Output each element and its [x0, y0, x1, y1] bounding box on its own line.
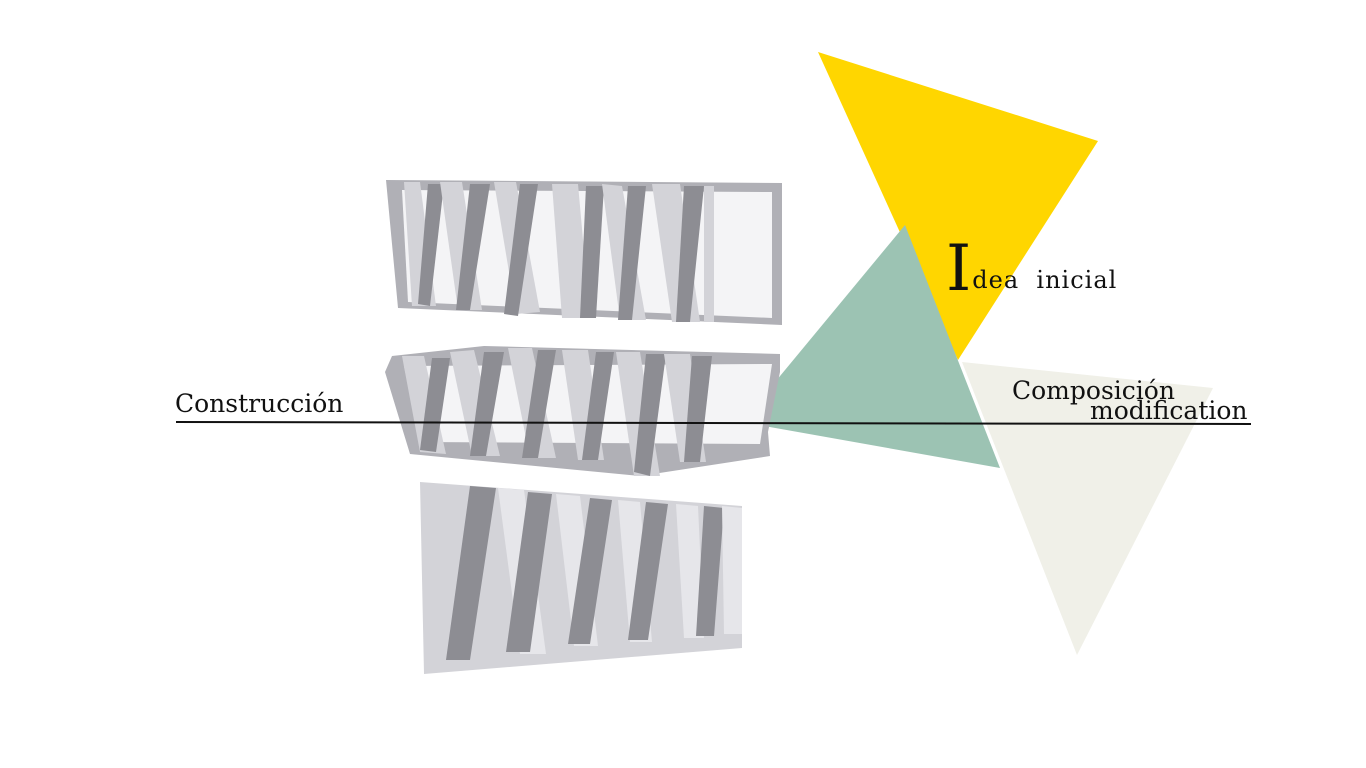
- lower-model-strip: [506, 492, 552, 652]
- beige-triangle: [962, 362, 1213, 655]
- upper-paper-model: [386, 180, 782, 325]
- idea-rest-text: dea inicial: [972, 266, 1118, 294]
- idea-initial-letter: I: [946, 232, 973, 306]
- upper-model-strip: [580, 186, 604, 318]
- lower-paper-model: [420, 482, 742, 674]
- modification-label: modification: [1090, 396, 1248, 425]
- middle-model-strip: [684, 356, 712, 462]
- yellow-triangle: [818, 52, 1098, 360]
- middle-model-strip: [522, 350, 556, 458]
- upper-model-strip: [618, 186, 646, 320]
- upper-model-strip: [456, 184, 490, 310]
- upper-model-strip: [504, 184, 538, 316]
- axis-line: [175, 421, 1252, 425]
- middle-model-strip: [470, 352, 504, 456]
- middle-model-strip: [582, 352, 614, 460]
- lower-model-strip: [628, 502, 668, 640]
- idea-inicial-label: Idea inicial: [946, 237, 1118, 301]
- composicion-label: Composición: [1012, 376, 1175, 405]
- lower-model-strip: [446, 486, 496, 660]
- upper-model-strip: [418, 184, 444, 306]
- lower-model-strip: [676, 504, 704, 638]
- middle-model-strip: [420, 358, 450, 452]
- teal-triangle: [742, 225, 1000, 468]
- upper-model-strip: [704, 186, 714, 322]
- upper-model-strip: [552, 184, 590, 318]
- middle-paper-model: [385, 346, 780, 476]
- lower-model-strip: [696, 506, 724, 636]
- lower-model-strip: [568, 498, 612, 644]
- upper-model-strip: [676, 186, 704, 322]
- middle-model-strip: [634, 354, 666, 476]
- construccion-label: Construcción: [175, 389, 344, 418]
- lower-model-strip: [722, 506, 742, 634]
